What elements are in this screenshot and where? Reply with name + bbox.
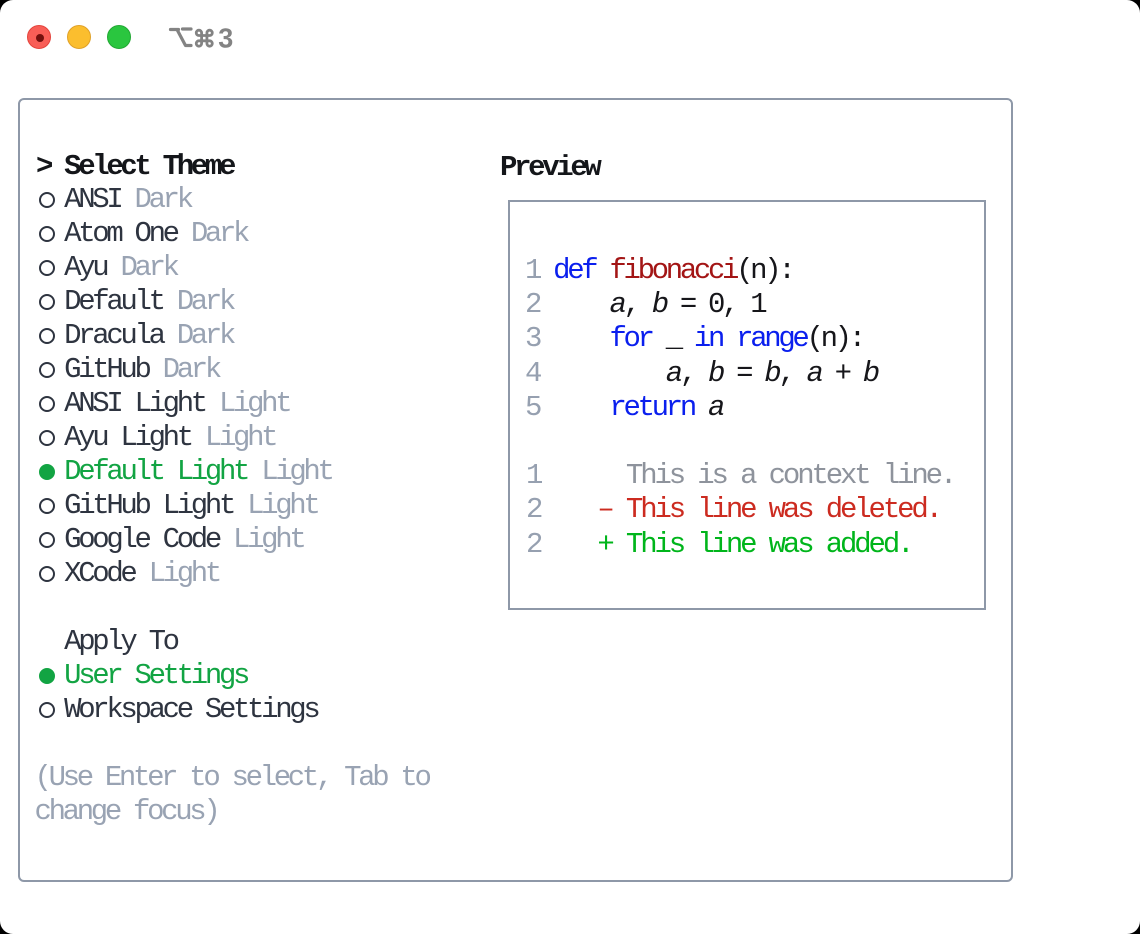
svg-text:3: 3	[218, 24, 233, 52]
